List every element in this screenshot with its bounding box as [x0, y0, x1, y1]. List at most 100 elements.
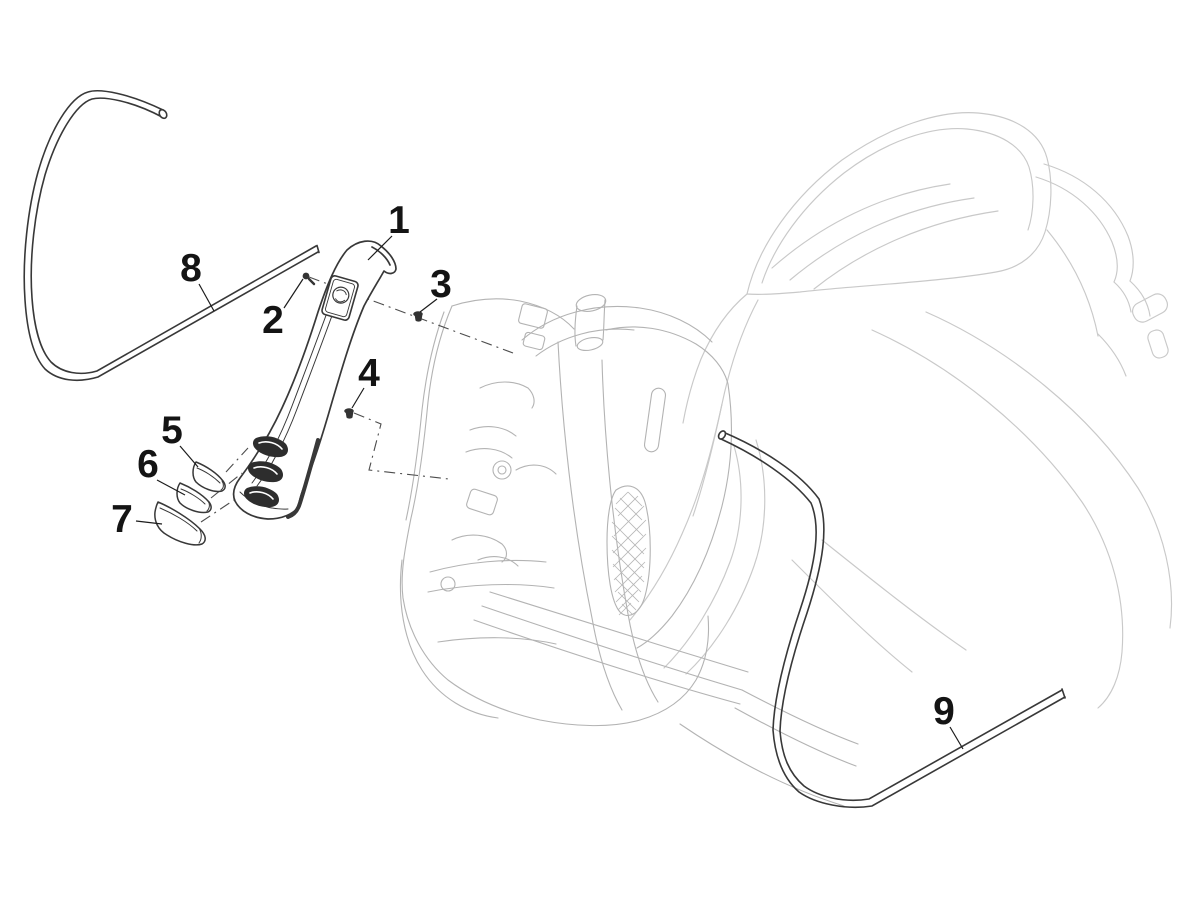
shield-top-right — [605, 326, 729, 385]
callout-labels: 1 2 3 4 5 6 7 8 9 — [111, 199, 955, 733]
seat-seam — [771, 183, 951, 269]
grab-rail — [1043, 163, 1134, 282]
mechanism-detail — [451, 534, 508, 563]
floor-rail-ext — [679, 689, 859, 807]
steering-tube-base — [576, 336, 604, 352]
body-curve — [685, 439, 766, 675]
beading-edge — [23, 90, 319, 382]
shield-right-edge — [636, 383, 732, 649]
seat-seam — [789, 197, 975, 281]
callout-leader-lines — [135, 235, 964, 750]
horn-grille-mesh — [611, 491, 647, 616]
ref-line-5 — [225, 447, 249, 473]
chevron-slot — [247, 461, 283, 483]
part-5-insert — [192, 461, 226, 493]
leader-9 — [949, 726, 964, 750]
rear-edge — [1046, 229, 1099, 337]
mechanism-detail — [465, 426, 517, 459]
mesh-lines — [612, 491, 647, 616]
headset-arc — [535, 328, 635, 357]
steering-tube — [574, 299, 606, 347]
grab-rail-end — [1113, 280, 1151, 317]
beading-edge — [720, 438, 1066, 809]
steering-tube-top — [575, 294, 607, 312]
leader-7 — [135, 520, 163, 525]
shield-outline — [401, 305, 709, 727]
assembly-reference-lines — [200, 276, 514, 523]
beading-end-tick — [316, 244, 320, 254]
trim-foot-band — [286, 438, 320, 519]
ref-line-6 — [210, 472, 243, 499]
callout-1: 1 — [388, 199, 410, 242]
callout-5: 5 — [161, 409, 183, 452]
body-waist — [629, 403, 723, 621]
rear-cowl — [925, 311, 1173, 629]
bracket-detail — [479, 381, 535, 409]
floor-edge — [427, 559, 557, 645]
floor-rail — [481, 605, 743, 691]
mechanism-detail — [492, 460, 512, 480]
emblem-frame — [321, 275, 359, 321]
beading-edge — [30, 97, 317, 375]
shield-top-edge — [451, 298, 575, 330]
mechanism-detail — [440, 576, 456, 592]
clip-4 — [344, 408, 354, 419]
floor-rail — [489, 591, 749, 673]
under-body — [791, 559, 913, 673]
callout-6: 6 — [137, 443, 159, 486]
fasteners — [302, 272, 423, 419]
part-8-shield-beading — [23, 90, 320, 382]
body-waist — [682, 293, 748, 424]
seat-seam — [813, 210, 999, 290]
chevron-slot — [252, 436, 288, 458]
leader-8 — [198, 283, 215, 312]
callout-4: 4 — [358, 352, 380, 395]
callout-7: 7 — [111, 498, 133, 541]
emblem-plate — [321, 275, 359, 321]
beading-end-cap — [717, 430, 727, 440]
chevron-slot — [243, 486, 279, 508]
leader-3 — [419, 298, 438, 313]
shield-channel — [601, 359, 659, 703]
ref-line-2-3 — [308, 276, 514, 354]
mudguard-arc — [399, 559, 499, 719]
latch-detail — [518, 303, 548, 329]
trim-hook-inner — [371, 246, 391, 266]
callout-3: 3 — [430, 263, 452, 306]
emblem-logo — [332, 286, 350, 304]
under-body — [821, 539, 967, 651]
ref-line-4 — [353, 412, 450, 480]
callout-8: 8 — [180, 247, 202, 290]
beading-end-cap — [158, 108, 168, 120]
part-7-insert — [154, 501, 206, 546]
parts-5-6-7-chevron-inserts — [154, 461, 226, 546]
body-curve — [663, 445, 742, 669]
leader-5 — [179, 445, 199, 468]
scooter-ghost-shield — [399, 294, 859, 807]
mechanism-detail — [466, 488, 498, 516]
callout-9: 9 — [933, 690, 955, 733]
callout-2: 2 — [262, 299, 284, 342]
tail-line — [1097, 333, 1127, 377]
leader-6 — [156, 479, 186, 496]
latch-detail — [522, 331, 546, 351]
shield-left-double — [405, 311, 445, 521]
clip-3 — [413, 311, 423, 322]
part-6-insert — [176, 482, 212, 514]
trim-chevron-slots — [243, 436, 288, 508]
leader-2 — [283, 278, 304, 309]
mechanism-detail — [477, 464, 557, 567]
mechanism-detail — [497, 465, 507, 475]
part-1-central-trim — [232, 240, 397, 520]
tail-light — [1132, 293, 1168, 323]
shield-channel — [557, 341, 623, 711]
headset-arc — [521, 305, 713, 343]
scooter-ghost-body — [629, 112, 1173, 709]
part-9-shield-beading — [717, 430, 1066, 809]
emblem-frame-inner — [325, 278, 355, 318]
body-waist — [692, 299, 759, 517]
leader-1 — [367, 235, 393, 261]
horn-vent-outline — [606, 485, 651, 616]
